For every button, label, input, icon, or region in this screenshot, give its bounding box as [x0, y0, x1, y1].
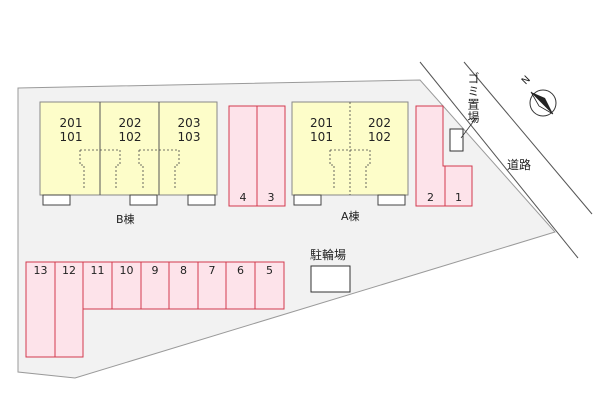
parking-space-12: 12	[62, 264, 76, 277]
parking-space-10: 10	[119, 264, 134, 277]
parking-space-3: 3	[267, 191, 275, 204]
garbage-area-label: ゴミ置場	[466, 72, 480, 124]
garbage-box	[449, 128, 464, 152]
building-a	[291, 101, 409, 206]
parking-space-13: 13	[33, 264, 48, 277]
unit-b-1-lower: 101	[59, 130, 83, 144]
north-arrow-icon	[529, 89, 557, 117]
unit-a-1-upper: 201	[310, 116, 333, 130]
unit-b-1: 201 101	[42, 116, 100, 144]
unit-a-1-lower: 101	[310, 130, 333, 144]
building-a-label: A棟	[341, 210, 360, 223]
parking-space-6: 6	[237, 264, 244, 277]
parking-space-2: 2	[427, 191, 434, 204]
garbage-leader-line	[460, 117, 477, 139]
building-b-label: B棟	[116, 213, 135, 226]
parking-space-5: 5	[266, 264, 273, 277]
bicycle-parking-label: 駐輪場	[310, 248, 347, 262]
unit-b-3-upper: 203	[177, 116, 201, 130]
road-edge-inner	[419, 61, 579, 259]
unit-b-1-upper: 201	[59, 116, 83, 130]
road-edge-outer	[463, 61, 593, 215]
unit-a-2-lower: 102	[368, 130, 391, 144]
road-label: 道路	[507, 158, 532, 172]
unit-b-3: 203 103	[160, 116, 218, 144]
unit-a-2-upper: 202	[368, 116, 391, 130]
parking-right	[415, 105, 473, 207]
bicycle-parking-box	[310, 265, 351, 293]
unit-b-2: 202 102	[101, 116, 159, 144]
parking-space-11: 11	[90, 264, 105, 277]
parking-bottom	[25, 261, 285, 358]
unit-a-2: 202 102	[351, 116, 408, 144]
parking-space-9: 9	[151, 264, 159, 277]
parking-space-4: 4	[239, 191, 247, 204]
parking-space-1: 1	[455, 191, 462, 204]
unit-b-2-lower: 102	[118, 130, 142, 144]
unit-a-1: 201 101	[293, 116, 350, 144]
parking-center	[228, 105, 286, 207]
unit-b-3-lower: 103	[177, 130, 201, 144]
parking-space-8: 8	[180, 264, 187, 277]
building-b	[39, 101, 218, 206]
parking-space-7: 7	[208, 264, 216, 277]
unit-b-2-upper: 202	[118, 116, 142, 130]
